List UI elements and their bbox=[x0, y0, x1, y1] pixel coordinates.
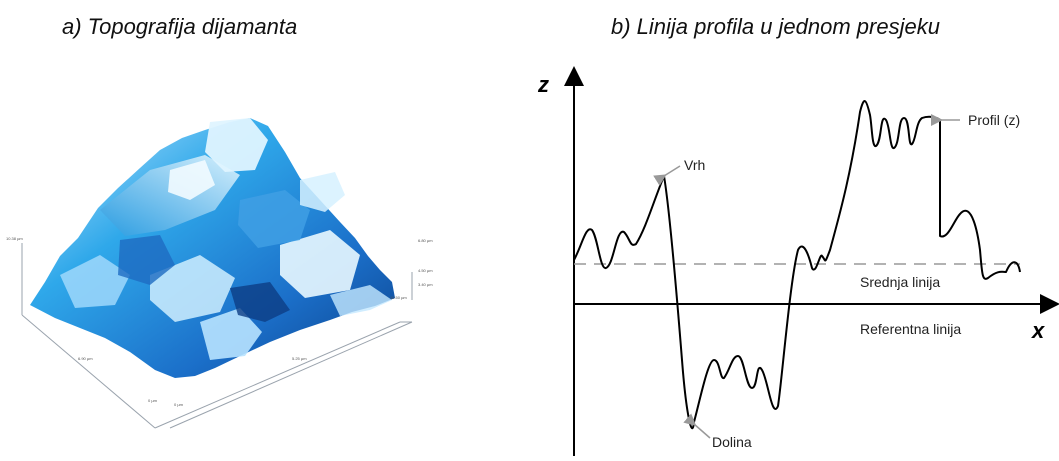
profile-panel: z x Vrh Dolina Profil (z) Srednja linija… bbox=[520, 60, 1059, 456]
x-axis-label: x bbox=[1031, 318, 1045, 343]
valley-pointer bbox=[683, 413, 711, 439]
topography-figure: 10.38 µm 6.90 µm 5.25 µm 10.50 µm 0 µm 0… bbox=[6, 118, 433, 429]
scale-labels: 10.38 µm 6.90 µm 5.25 µm 10.50 µm 0 µm 0… bbox=[6, 236, 433, 407]
peak-pointer bbox=[653, 165, 681, 186]
label-z-mid: 4.50 µm bbox=[418, 268, 433, 273]
z-axis-label: z bbox=[537, 72, 549, 97]
panel-a-title: a) Topografija dijamanta bbox=[62, 14, 298, 39]
label-left-height: 10.38 µm bbox=[6, 236, 23, 241]
label-z-bottom: 3.40 µm bbox=[418, 282, 433, 287]
label-right-side: 10.50 µm bbox=[390, 295, 407, 300]
label-left-mid: 6.90 µm bbox=[78, 356, 93, 361]
label-corner-right: 0 µm bbox=[174, 402, 184, 407]
reference-line-label: Referentna linija bbox=[860, 321, 961, 337]
label-z-top: 6.80 µm bbox=[418, 238, 433, 243]
label-corner-left: 0 µm bbox=[148, 398, 158, 403]
mean-line-label: Srednja linija bbox=[860, 274, 940, 290]
topography-surface bbox=[30, 118, 395, 378]
profile-diagram: z x Vrh Dolina Profil (z) Srednja linija… bbox=[537, 66, 1059, 456]
axis-frame bbox=[21, 243, 413, 429]
valley-label: Dolina bbox=[712, 434, 752, 450]
label-front-mid: 5.25 µm bbox=[292, 356, 307, 361]
panel-b-title: b) Linija profila u jednom presjeku bbox=[611, 14, 940, 39]
profile-label: Profil (z) bbox=[968, 112, 1020, 128]
peak-label: Vrh bbox=[684, 157, 705, 173]
topography-panel: 10.38 µm 6.90 µm 5.25 µm 10.50 µm 0 µm 0… bbox=[0, 60, 470, 456]
